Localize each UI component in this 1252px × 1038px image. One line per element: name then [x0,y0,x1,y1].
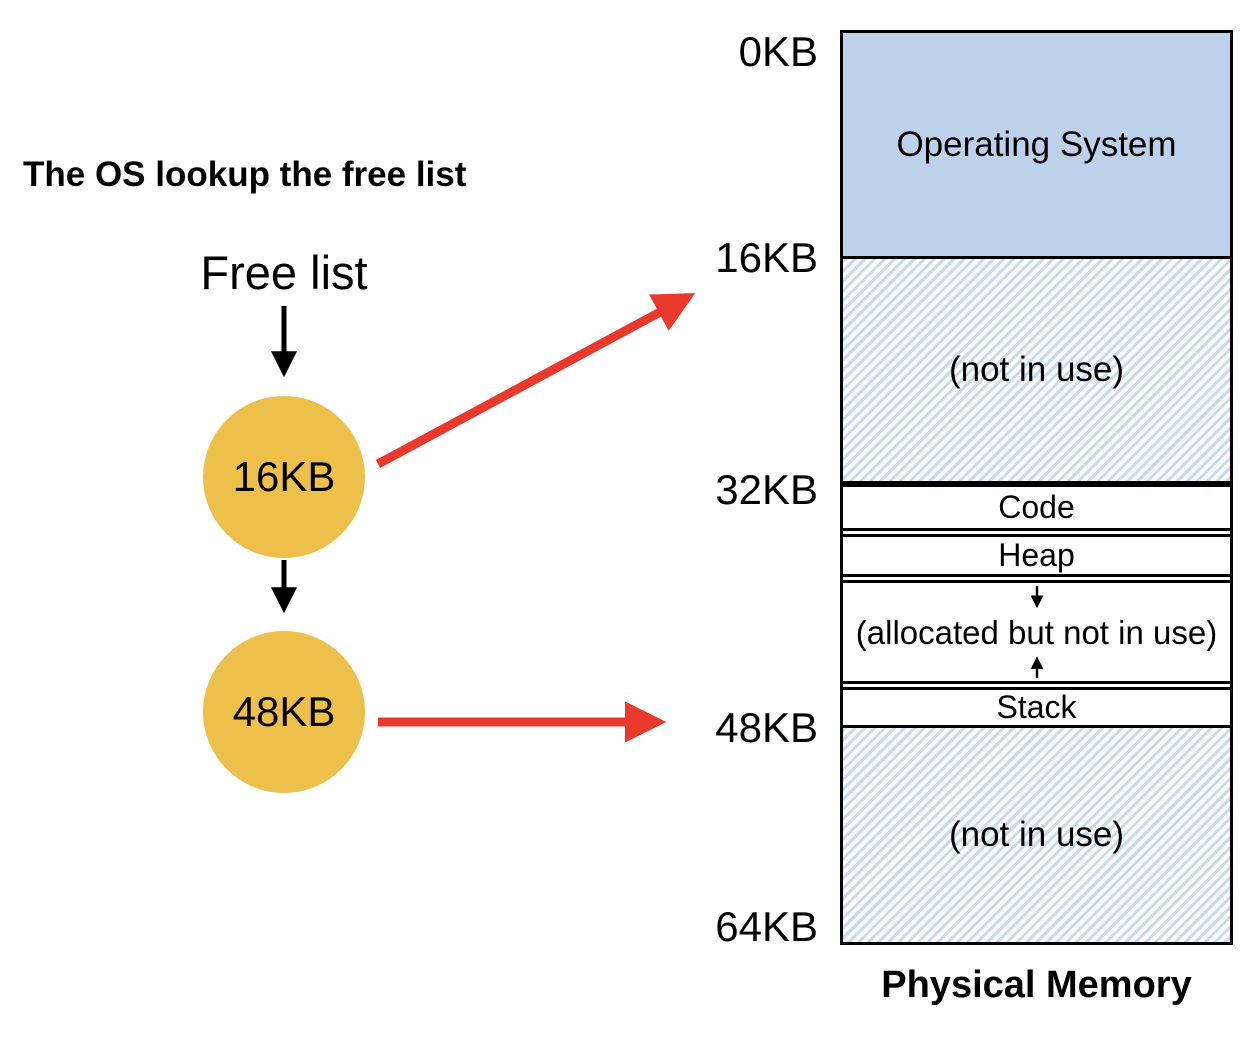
region-heap-label: Heap [998,537,1075,573]
tick-0kb: 0KB [738,28,818,75]
physical-memory-column: Operating System (not in use) Code Heap … [840,30,1233,945]
diagram-title: The OS lookup the free list [23,155,467,194]
tick-48kb: 48KB [715,704,818,751]
region-operating-system: Operating System [843,33,1230,259]
heap-grow-arrow-icon [1030,586,1043,609]
region-not-in-use-top-label: (not in use) [948,350,1125,389]
free-list-node-48kb-label: 48KB [232,688,336,735]
physical-memory-caption: Physical Memory [881,964,1192,1006]
region-divider [843,577,1230,580]
free-list-node-16kb: 16KB [203,396,365,558]
region-code-label: Code [998,489,1075,525]
arrow-node1-to-16kb-region [375,293,696,468]
region-code: Code [843,484,1230,531]
region-stack-label: Stack [996,689,1077,725]
free-list-node-16kb-label: 16KB [232,453,336,500]
region-divider [843,531,1230,534]
region-stack: Stack [843,687,1230,728]
region-heap: Heap [843,534,1230,577]
stack-grow-arrow-icon [1030,655,1043,678]
region-allocated: (allocated but not in use) [843,580,1230,684]
region-allocated-label: (allocated but not in use) [855,613,1218,651]
region-not-in-use-bottom: (not in use) [843,728,1230,942]
tick-64kb: 64KB [715,903,818,950]
region-not-in-use-top: (not in use) [843,259,1230,484]
tick-16kb: 16KB [715,234,818,281]
region-operating-system-label: Operating System [896,124,1177,164]
free-list-node-48kb: 48KB [203,631,365,793]
region-divider [843,684,1230,687]
tick-32kb: 32KB [715,466,818,513]
region-not-in-use-bottom-label: (not in use) [948,815,1125,854]
free-list-label: Free list [200,246,368,299]
